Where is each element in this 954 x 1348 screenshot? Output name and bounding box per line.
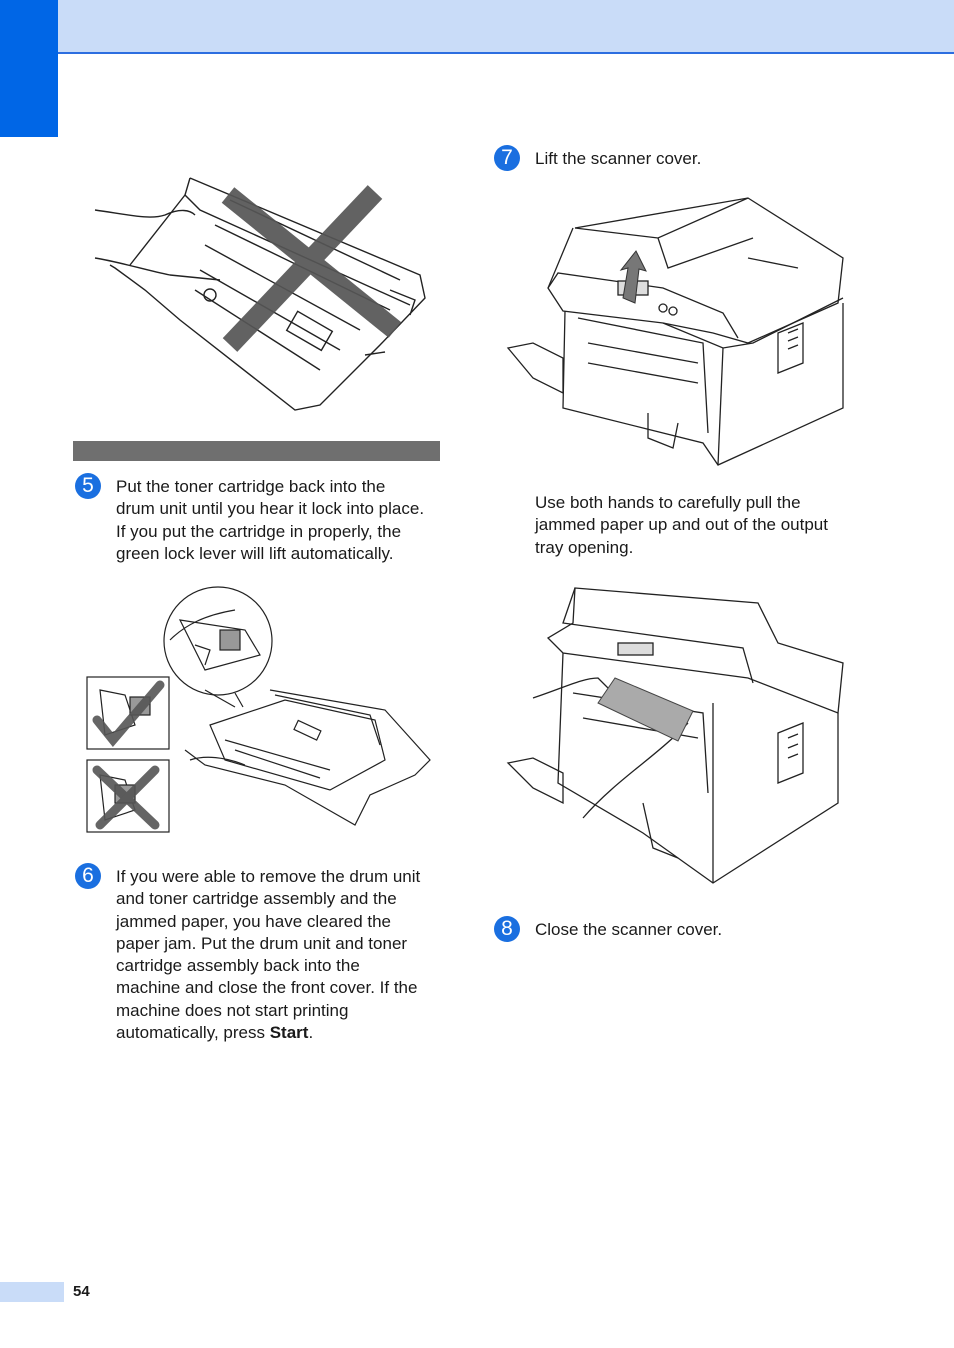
instruction-line-1: Use both hands to carefully pull the [535, 493, 801, 512]
step-6-line-3: jammed paper, you have cleared the [116, 911, 392, 931]
footer-tab [0, 1282, 64, 1302]
scanner-cover-lift-illustration [503, 193, 848, 468]
step-6-line-4: paper jam. Put the drum unit and toner [116, 933, 408, 953]
step-6-line-2: and toner cartridge assembly and the [116, 889, 397, 909]
step-5-line-3: If you put the cartridge in properly, th… [116, 521, 402, 541]
step-7-text: Lift the scanner cover. [535, 148, 865, 170]
step-badge-8: 8 [494, 916, 520, 942]
start-key-label: Start [269, 1023, 309, 1043]
drum-unit-incorrect-illustration [90, 170, 435, 415]
step-6-line-8-prefix: automatically, press [116, 1023, 270, 1043]
header-band [0, 0, 954, 54]
instruction-line-2: jammed paper up and out of the output [535, 515, 828, 535]
step-badge-5: 5 [75, 473, 101, 499]
step-badge-7: 7 [494, 145, 520, 171]
step-6-line-8-suffix: . [308, 1023, 314, 1043]
step-7-line-1: Lift the scanner cover. [535, 149, 702, 168]
section-divider [73, 441, 440, 461]
step-5-line-4: green lock lever will lift automatically… [116, 543, 394, 563]
page-number: 54 [73, 1283, 90, 1300]
step-badge-6: 6 [75, 863, 101, 889]
step-5-line-1: Put the toner cartridge back into the [116, 477, 386, 496]
step-6-line-6: machine and close the front cover. If th… [116, 978, 418, 998]
step-5-text: Put the toner cartridge back into the dr… [116, 476, 446, 565]
step-8-line-1: Close the scanner cover. [535, 920, 723, 939]
step-5-line-2: drum unit until you hear it lock into pl… [116, 499, 425, 519]
step-8-text: Close the scanner cover. [535, 919, 865, 941]
step-6-text: If you were able to remove the drum unit… [116, 866, 446, 1044]
pull-jammed-paper-illustration [503, 583, 848, 885]
step-6-line-8: automatically, press Start. [116, 1022, 446, 1044]
step-6-line-7: machine does not start printing [116, 1000, 349, 1020]
instruction-line-3: tray opening. [535, 537, 634, 557]
step-6-line-1: If you were able to remove the drum unit [116, 867, 421, 886]
chapter-tab [0, 0, 58, 137]
step-6-line-5: cartridge assembly back into the [116, 956, 360, 976]
toner-insertion-illustration [85, 585, 435, 837]
jam-removal-instruction: Use both hands to carefully pull the jam… [535, 492, 875, 559]
